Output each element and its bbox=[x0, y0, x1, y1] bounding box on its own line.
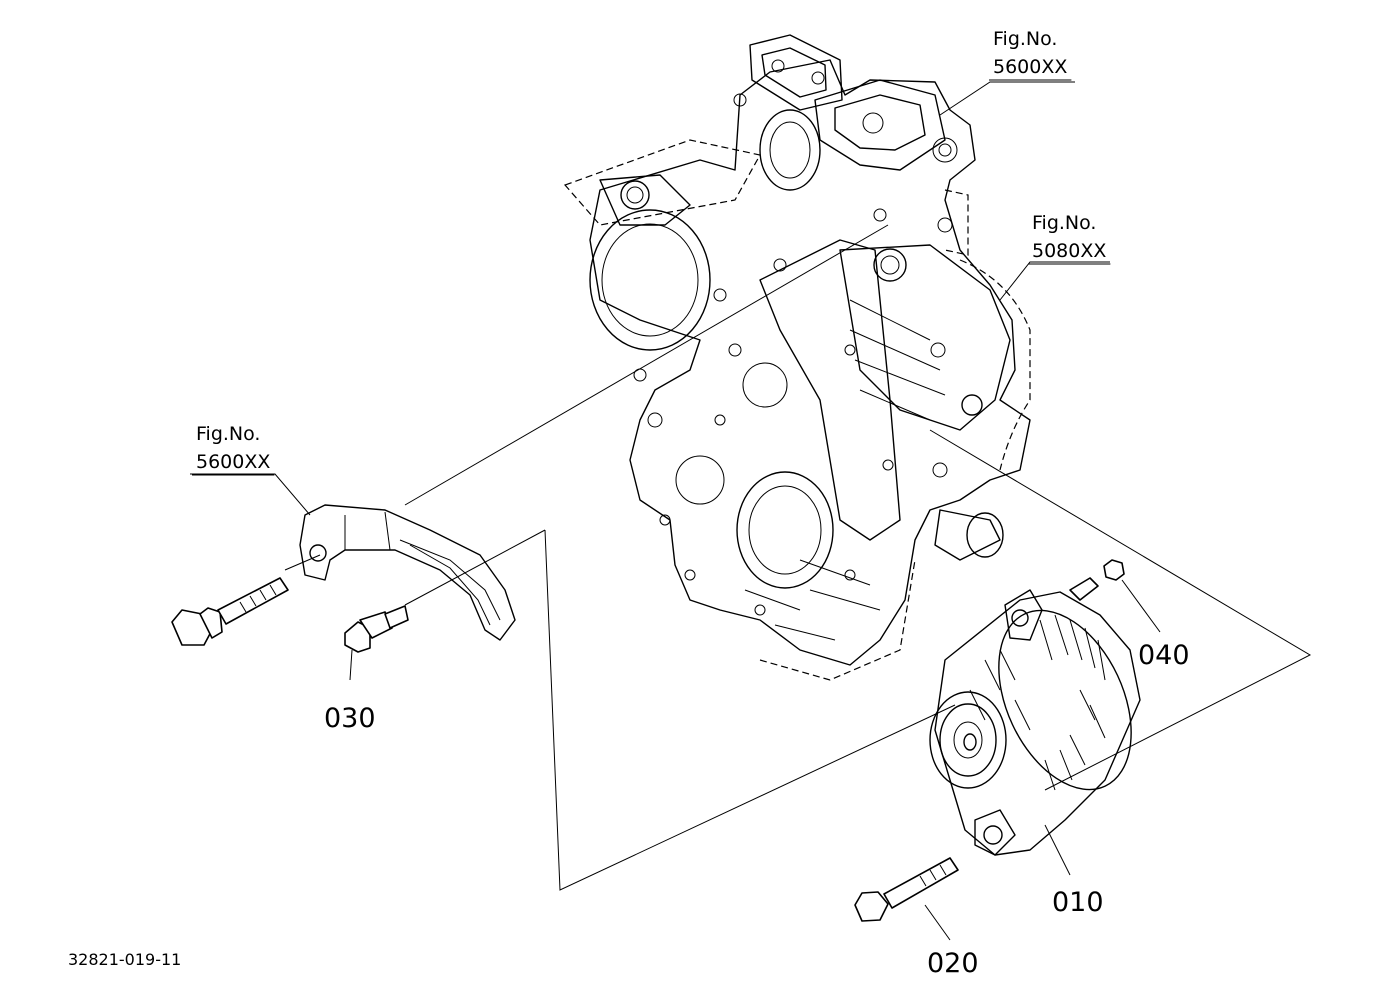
ref-left-label-2: 5600XX bbox=[196, 451, 270, 473]
part-010-alternator bbox=[929, 577, 1141, 856]
ref-right-label-2: 5080XX bbox=[1032, 240, 1106, 262]
drawing-code: 32821-019-11 bbox=[68, 950, 181, 969]
part-030-bolt bbox=[344, 605, 409, 653]
callout-020: 020 bbox=[927, 948, 979, 979]
gear-case-drawing bbox=[563, 34, 1031, 681]
ref-left-label-1: Fig.No. bbox=[196, 423, 260, 445]
bracket-bolt bbox=[171, 577, 289, 646]
callout-040: 040 bbox=[1138, 640, 1190, 671]
ref-right-label-1: Fig.No. bbox=[1032, 212, 1096, 234]
ref-top-label-1: Fig.No. bbox=[993, 28, 1057, 50]
callout-030: 030 bbox=[324, 703, 376, 734]
callout-010: 010 bbox=[1052, 887, 1104, 918]
bracket-drawing bbox=[299, 504, 516, 641]
assembly-lines bbox=[284, 224, 1312, 891]
ref-top-label-2: 5600XX bbox=[993, 56, 1067, 78]
part-040-nut bbox=[1103, 559, 1125, 581]
part-020-bolt bbox=[854, 857, 959, 922]
callout-leaders bbox=[190, 81, 1161, 941]
